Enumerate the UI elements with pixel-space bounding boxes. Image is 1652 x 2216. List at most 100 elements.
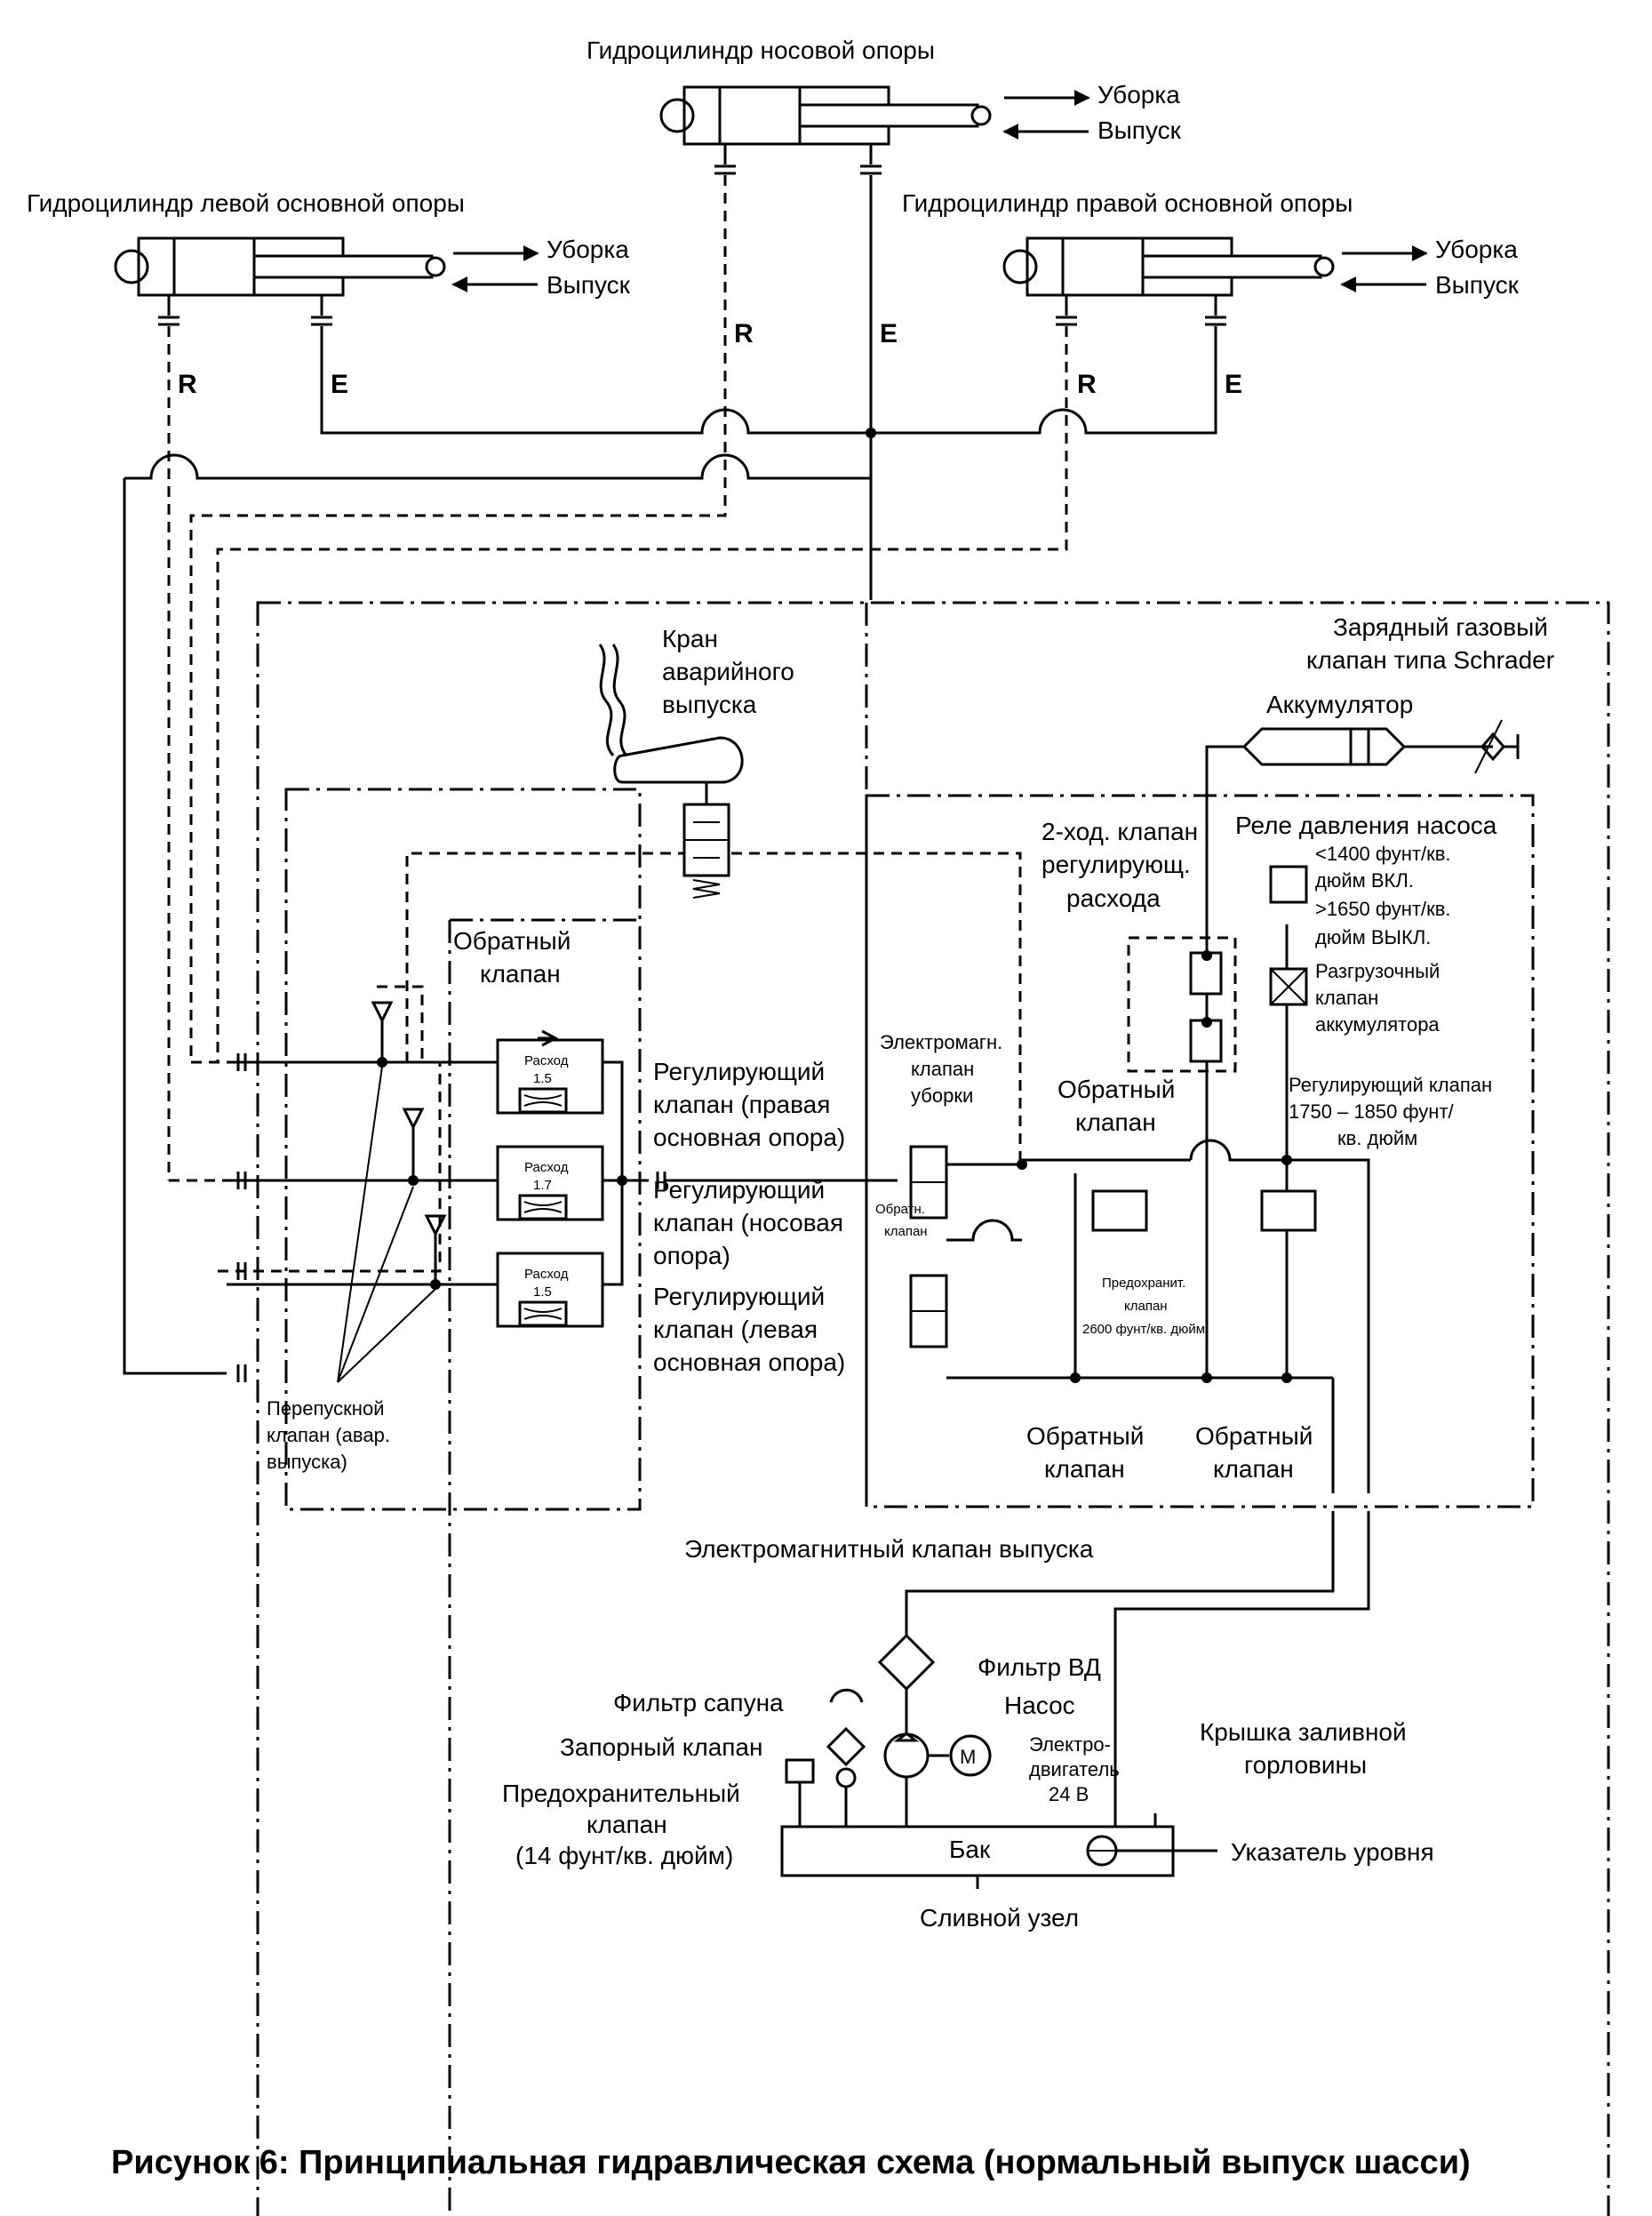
svg-text:аварийного: аварийного: [662, 658, 794, 685]
svg-text:2-ход. клапан: 2-ход. клапан: [1041, 818, 1198, 845]
svg-text:>1650 фунт/кв.: >1650 фунт/кв.: [1315, 898, 1451, 920]
svg-text:Перепускной: Перепускной: [267, 1397, 384, 1420]
svg-text:Регулирующий: Регулирующий: [653, 1283, 825, 1310]
right-extend-label: Выпуск: [1435, 271, 1520, 299]
right-main-cylinder: [1002, 236, 1335, 316]
svg-text:клапан (авар.: клапан (авар.: [267, 1424, 390, 1446]
svg-text:1.5: 1.5: [533, 1284, 552, 1300]
svg-text:Расход: Расход: [524, 1267, 569, 1282]
svg-text:Расход: Расход: [524, 1160, 569, 1175]
svg-text:Регулирующий клапан: Регулирующий клапан: [1289, 1074, 1492, 1096]
pump-assembly: [877, 1511, 1370, 1827]
svg-text:Обратный: Обратный: [453, 927, 571, 955]
two-way-flow-valve-box: [1127, 936, 1237, 1073]
left-cylinder-label: Гидроцилиндр левой основной опоры: [27, 189, 465, 217]
svg-text:выпуска: выпуска: [662, 691, 757, 718]
tank-assembly: [780, 1688, 1217, 1889]
right-cylinder-label: Гидроцилиндр правой основной опоры: [902, 189, 1353, 217]
svg-text:клапан (левая: клапан (левая: [653, 1316, 818, 1343]
svg-text:уборки: уборки: [911, 1084, 973, 1107]
svg-text:аккумулятора: аккумулятора: [1315, 1013, 1440, 1036]
svg-text:Предохранит.: Предохранит.: [1102, 1276, 1185, 1291]
shutoff-valve-label: Запорный клапан: [560, 1733, 762, 1761]
svg-text:Зарядный газовый: Зарядный газовый: [1333, 613, 1548, 641]
svg-text:клапан (правая: клапан (правая: [653, 1091, 830, 1118]
svg-text:основная опора): основная опора): [653, 1124, 845, 1151]
nose-port-e: E: [880, 319, 898, 348]
motor-symbol: M: [960, 1746, 976, 1768]
svg-text:Регулирующий: Регулирующий: [653, 1176, 825, 1204]
junctions: [377, 428, 1292, 1383]
retract-lines: [167, 175, 1068, 1180]
nose-cylinder-label: Гидроцилиндр носовой опоры: [587, 36, 935, 64]
nose-extend-label: Выпуск: [1097, 116, 1182, 144]
solenoid-extend-label: Электромагнитный клапан выпуска: [684, 1535, 1094, 1563]
right-retract-label: Уборка: [1435, 236, 1518, 263]
tank-label: Бак: [949, 1836, 991, 1863]
level-gauge-label: Указатель уровня: [1231, 1838, 1434, 1866]
pump-relay-switch: [1269, 865, 1308, 1006]
left-main-cylinder: [114, 236, 446, 316]
svg-text:2600 фунт/кв. дюйм: 2600 фунт/кв. дюйм: [1082, 1322, 1205, 1337]
hp-filter-label: Фильтр ВД: [978, 1653, 1101, 1681]
svg-text:Кран: Кран: [662, 625, 718, 652]
direction-arrows: [451, 90, 1428, 292]
accumulator: [1205, 719, 1520, 1022]
regulating-valve-symbol: [1091, 1189, 1317, 1232]
right-port-e: E: [1225, 370, 1242, 399]
svg-text:клапан: клапан: [480, 960, 561, 988]
svg-text:опора): опора): [653, 1242, 730, 1269]
svg-text:дюйм ВЫКЛ.: дюйм ВЫКЛ.: [1315, 926, 1431, 948]
svg-text:клапан: клапан: [884, 1224, 928, 1239]
svg-text:дюйм ВКЛ.: дюйм ВКЛ.: [1315, 869, 1414, 892]
svg-text:(14 фунт/кв. дюйм): (14 фунт/кв. дюйм): [515, 1842, 733, 1869]
svg-text:Расход: Расход: [524, 1053, 569, 1068]
svg-text:Электромагн.: Электромагн.: [880, 1031, 1002, 1053]
labels: Гидроцилиндр носовой опоры Уборка Выпуск…: [27, 36, 1554, 2181]
svg-text:<1400 фунт/кв.: <1400 фунт/кв.: [1315, 843, 1451, 865]
svg-text:клапан (носовая: клапан (носовая: [653, 1209, 843, 1236]
svg-text:Разгрузочный: Разгрузочный: [1315, 960, 1440, 982]
right-port-r: R: [1077, 370, 1097, 399]
svg-text:клапан: клапан: [1044, 1455, 1125, 1483]
svg-text:клапан: клапан: [1213, 1455, 1294, 1483]
svg-text:Крышка заливной: Крышка заливной: [1200, 1718, 1407, 1746]
svg-text:клапан типа Schrader: клапан типа Schrader: [1306, 646, 1554, 674]
drain-label: Сливной узел: [920, 1904, 1079, 1932]
svg-text:Регулирующий: Регулирующий: [653, 1058, 825, 1085]
svg-text:Обратный: Обратный: [1195, 1422, 1313, 1450]
svg-text:Обратный: Обратный: [1026, 1422, 1144, 1450]
svg-text:клапан: клапан: [1124, 1299, 1168, 1314]
pump-label: Насос: [1004, 1692, 1075, 1719]
svg-text:клапан: клапан: [911, 1058, 974, 1080]
figure-title: Рисунок 6: Принципиальная гидравлическая…: [111, 2144, 1471, 2181]
nose-port-r: R: [734, 319, 754, 348]
flow-regulators: [227, 1029, 853, 1328]
svg-text:клапан: клапан: [587, 1811, 667, 1838]
svg-text:горловины: горловины: [1244, 1751, 1367, 1779]
accumulator-label: Аккумулятор: [1266, 691, 1413, 718]
cylinder-couplings: [158, 164, 1226, 326]
breather-filter-label: Фильтр сапуна: [613, 1689, 784, 1716]
nose-retract-label: Уборка: [1097, 81, 1180, 108]
nose-cylinder: [659, 85, 992, 164]
svg-text:клапан: клапан: [1315, 987, 1378, 1009]
svg-text:двигатель: двигатель: [1029, 1758, 1120, 1780]
svg-text:24 В: 24 В: [1049, 1783, 1089, 1805]
bypass-valves: [337, 1001, 447, 1383]
svg-text:1.5: 1.5: [533, 1071, 552, 1086]
svg-text:регулирующ.: регулирующ.: [1041, 851, 1191, 878]
svg-text:1750 – 1850 фунт/: 1750 – 1850 фунт/: [1289, 1100, 1455, 1123]
svg-text:основная опора): основная опора): [653, 1348, 845, 1376]
left-retract-label: Уборка: [547, 236, 629, 263]
svg-text:кв. дюйм: кв. дюйм: [1337, 1127, 1417, 1149]
left-port-r: R: [178, 370, 197, 399]
left-extend-label: Выпуск: [547, 271, 631, 299]
left-port-e: E: [331, 370, 348, 399]
svg-text:1.7: 1.7: [533, 1178, 552, 1193]
svg-text:клапан: клапан: [1075, 1108, 1156, 1136]
svg-text:расхода: расхода: [1066, 884, 1161, 912]
svg-text:Электро-: Электро-: [1029, 1733, 1111, 1756]
svg-text:Реле давления насоса: Реле давления насоса: [1235, 812, 1497, 839]
